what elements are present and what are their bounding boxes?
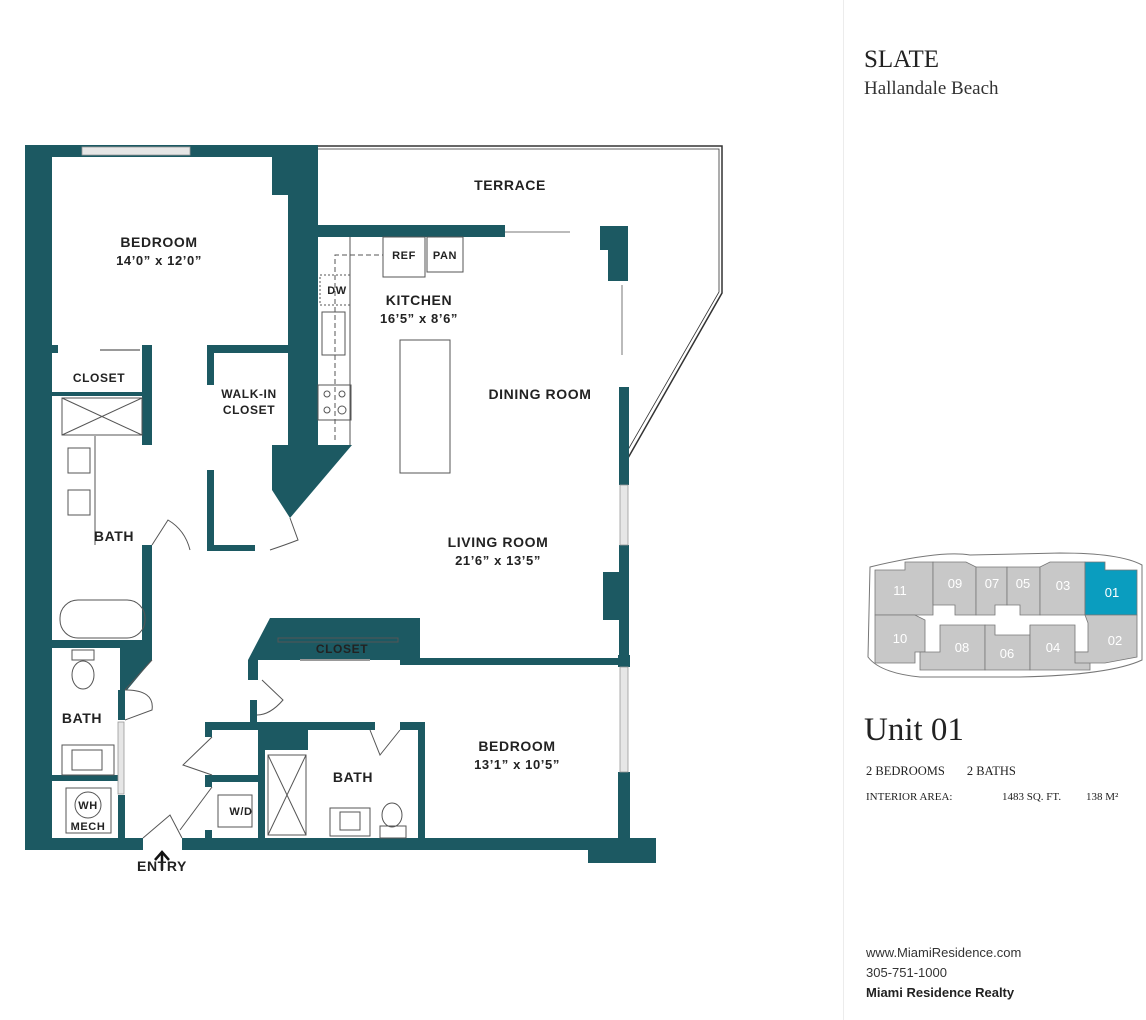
key-label-10: 10	[893, 631, 907, 646]
bath2-label: BATH	[62, 710, 102, 726]
unit-rooms: 2 BEDROOMS 2 BATHS	[866, 764, 1038, 779]
ref-label: REF	[392, 250, 416, 262]
terrace-outline	[295, 145, 723, 459]
bedroom1-label: BEDROOM	[120, 234, 197, 250]
closet1-label: CLOSET	[73, 371, 125, 385]
key-label-07: 07	[985, 576, 999, 591]
entry-label: ENTRY	[137, 858, 187, 874]
dining-label: DINING ROOM	[488, 386, 591, 402]
phone-number[interactable]: 305-751-1000	[866, 965, 947, 980]
terrace-label: TERRACE	[474, 177, 546, 193]
dw-label: DW	[327, 285, 347, 297]
baths-count: 2 BATHS	[966, 764, 1016, 778]
website-link[interactable]: www.MiamiResidence.com	[866, 945, 1022, 960]
key-unit-09	[932, 561, 977, 616]
key-label-09: 09	[948, 576, 962, 591]
key-unit-07	[975, 566, 1008, 616]
key-label-04: 04	[1046, 640, 1060, 655]
room-labels: TERRACE BEDROOM 14’0” x 12’0” KITCHEN 16…	[62, 177, 591, 874]
key-label-06: 06	[1000, 646, 1014, 661]
key-label-11: 11	[893, 583, 907, 598]
living-label: LIVING ROOM	[448, 534, 549, 550]
key-unit-08	[919, 624, 986, 671]
key-label-03: 03	[1056, 578, 1070, 593]
contact-info: www.MiamiResidence.com 305-751-1000 Miam…	[866, 943, 1021, 1003]
bath1-label: BATH	[94, 528, 134, 544]
pan-label: PAN	[433, 250, 457, 262]
key-label-05: 05	[1016, 576, 1030, 591]
closet2-label: CLOSET	[316, 642, 368, 656]
floor-plan: TERRACE BEDROOM 14’0” x 12’0” KITCHEN 16…	[25, 145, 723, 874]
key-unit-05	[1006, 566, 1041, 616]
building-location: Hallandale Beach	[864, 78, 999, 99]
key-label-01: 01	[1105, 585, 1119, 600]
building-name: SLATE	[864, 46, 939, 73]
bedroom2-label: BEDROOM	[478, 738, 555, 754]
entry-arrow-icon	[154, 850, 170, 870]
area-label: INTERIOR AREA:	[866, 791, 953, 803]
key-unit-02	[1074, 614, 1138, 664]
info-panel: SLATE Hallandale Beach Unit 01 2 BEDROOM…	[843, 0, 1146, 1020]
walkin-label-1: WALK-IN	[221, 387, 277, 401]
key-label-02: 02	[1108, 633, 1122, 648]
wd-label: W/D	[229, 806, 252, 818]
interior-area: INTERIOR AREA: 1483 SQ. FT. 138 M²	[866, 791, 1136, 803]
living-dim: 21’6” x 13’5”	[455, 553, 541, 568]
unit-title: Unit 01	[864, 712, 964, 748]
bedrooms-count: 2 BEDROOMS	[866, 764, 945, 778]
wh-label: WH	[78, 800, 98, 812]
walkin-label-2: CLOSET	[223, 403, 275, 417]
key-plan: 11 09 07 05 03 01 10 08 06 04 02	[867, 552, 1143, 678]
kitchen-label: KITCHEN	[386, 292, 452, 308]
area-m2: 138 M²	[1086, 791, 1119, 803]
kitchen-dim: 16’5” x 8’6”	[380, 311, 458, 326]
fixtures	[59, 231, 623, 839]
area-sqft: 1483 SQ. FT.	[1002, 791, 1062, 803]
company-name: Miami Residence Realty	[866, 985, 1015, 1000]
bedroom2-dim: 13’1” x 10’5”	[474, 757, 560, 772]
windows	[81, 146, 629, 795]
bath3-label: BATH	[333, 769, 373, 785]
bedroom1-dim: 14’0” x 12’0”	[116, 253, 202, 268]
key-label-08: 08	[955, 640, 969, 655]
mech-label: MECH	[71, 821, 106, 833]
